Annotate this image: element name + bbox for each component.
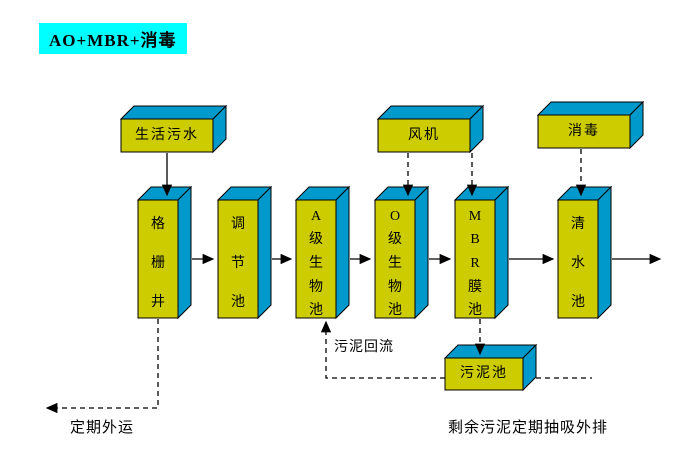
tank-clean-water [556,185,613,320]
flow-arrows-solid [161,153,662,265]
arrow-sludge-return [320,320,445,379]
box-domestic-sewage [119,104,228,154]
label-fan: 风机 [408,127,440,143]
label-grid-well: 格栅井 [151,216,165,311]
tank-grid-well [136,185,193,320]
box-sludge-tank [443,343,538,392]
label-domestic-sewage: 生活污水 [135,127,199,143]
tank-o-bio [373,185,430,320]
tank-a-bio [294,185,351,320]
label-disinfection: 消毒 [568,123,600,139]
annotation-excess-sludge: 剩余污泥定期抽吸外排 [448,420,609,436]
label-clean-water-tank: 清水池 [571,216,585,311]
diagram-title: AO+MBR+消毒 [39,23,187,54]
annotation-periodic-transport: 定期外运 [70,420,135,436]
box-disinfection [536,100,645,150]
annotation-sludge-return: 污泥回流 [334,340,394,355]
box-fan [376,104,485,154]
label-regulating-tank: 调节池 [231,216,245,311]
arrow-grid-periodic-out [45,319,159,414]
flow-arrows-dashed [45,149,592,414]
tank-regulating [216,185,273,320]
label-sludge-tank: 污泥池 [460,366,508,381]
